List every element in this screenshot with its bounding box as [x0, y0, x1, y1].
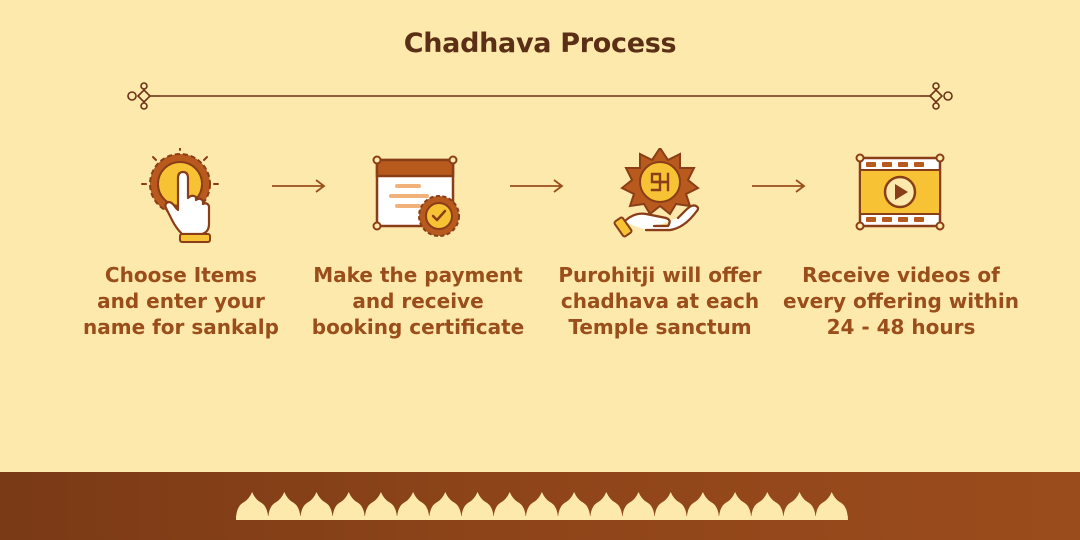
step-caption-line: Make the payment	[313, 263, 523, 287]
temple-dome-icon	[364, 492, 397, 520]
left-ornament-icon	[127, 82, 160, 110]
temple-dome-icon	[783, 492, 816, 520]
step-caption-line: Choose Items	[104, 263, 258, 287]
arrow-right-icon	[752, 179, 806, 193]
ornamental-divider	[127, 82, 953, 110]
certificate-icon	[372, 155, 460, 237]
temple-dome-icon	[461, 492, 494, 520]
video-icon	[855, 153, 945, 231]
step-1-caption: Choose Items and enter your name for san…	[56, 262, 306, 340]
temple-dome-icon	[429, 492, 462, 520]
step-caption-line: and enter your	[97, 289, 265, 313]
step-caption-line: chadhava at each	[560, 289, 760, 313]
temple-dome-icon	[236, 492, 269, 520]
step-caption-line: name for sankalp	[83, 315, 279, 339]
temple-dome-icon	[300, 492, 333, 520]
step-4-caption: Receive videos of every offering within …	[776, 262, 1026, 340]
page-title: Chadhava Process	[403, 28, 677, 59]
temple-dome-icon	[590, 492, 623, 520]
step-caption-line: booking certificate	[311, 315, 525, 339]
temple-base-line	[236, 516, 848, 520]
tap-hand-icon	[141, 148, 219, 243]
temple-dome-icon	[751, 492, 784, 520]
step-caption-line: and receive	[352, 289, 484, 313]
step-3-caption: Purohitji will offer chadhava at each Te…	[535, 262, 785, 340]
temple-dome-icon	[622, 492, 655, 520]
offering-hand-icon	[613, 148, 700, 238]
temple-dome-icon	[332, 492, 365, 520]
temple-dome-icon	[719, 492, 752, 520]
step-2-caption: Make the payment and receive booking cer…	[293, 262, 543, 340]
step-caption-line: every offering within	[783, 289, 1019, 313]
arrow-right-icon	[272, 179, 326, 193]
temple-dome-icon	[397, 492, 430, 520]
step-caption-line: Temple sanctum	[568, 315, 752, 339]
temple-dome-icon	[686, 492, 719, 520]
temple-dome-icon	[558, 492, 591, 520]
temple-dome-icon	[525, 492, 558, 520]
step-caption-line: 24 - 48 hours	[826, 315, 976, 339]
step-caption-line: Receive videos of	[802, 263, 1000, 287]
footer-band	[0, 472, 1080, 540]
temple-dome-icon	[493, 492, 526, 520]
temple-dome-icon	[268, 492, 301, 520]
arrow-right-icon	[510, 179, 564, 193]
temple-dome-icon	[815, 492, 848, 520]
temple-domes-border	[236, 492, 848, 520]
temple-dome-icon	[654, 492, 687, 520]
step-caption-line: Purohitji will offer	[558, 263, 762, 287]
right-ornament-icon	[920, 82, 953, 110]
